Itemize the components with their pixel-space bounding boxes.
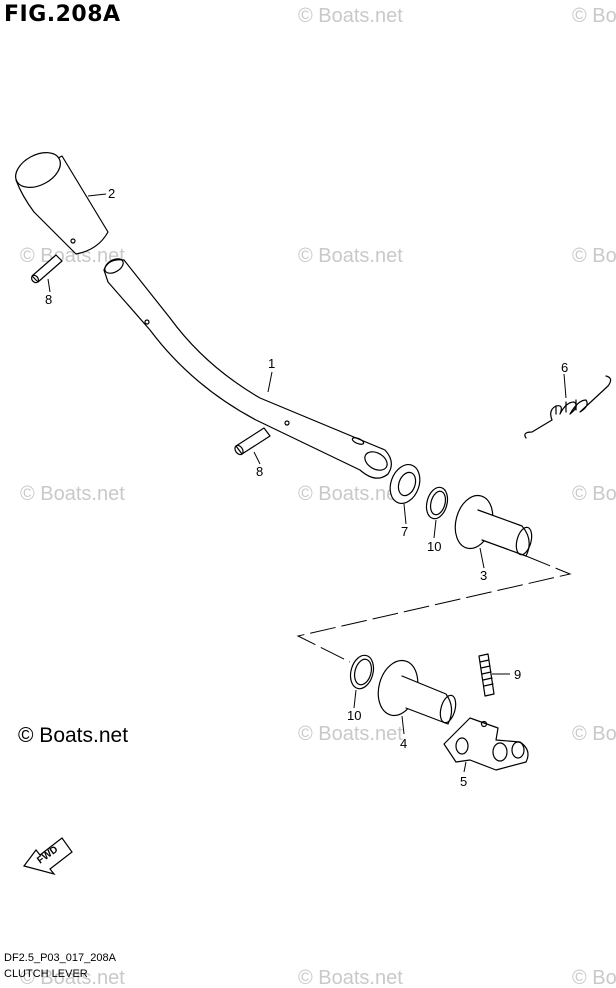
watermark: © Boats.net xyxy=(572,723,616,745)
callout-8-lower: 8 xyxy=(256,464,263,479)
callout-4: 4 xyxy=(400,736,407,751)
part-2-grip xyxy=(15,152,109,255)
watermark: © Boats.net xyxy=(572,245,616,267)
watermark: © Boats.net xyxy=(20,483,125,505)
watermark: © Boats.net xyxy=(20,245,125,267)
part-10-ring-upper xyxy=(425,486,449,520)
leader-lines xyxy=(47,193,572,773)
callout-9: 9 xyxy=(514,667,521,682)
figure-code: DF2.5_P03_017_208A xyxy=(4,952,116,964)
callout-3: 3 xyxy=(480,568,487,583)
watermark: © Boats.net xyxy=(298,967,403,988)
figure-caption: CLUTCH LEVER xyxy=(4,968,88,980)
watermark: © Boats.net xyxy=(298,5,403,27)
figure-title: FIG.208A xyxy=(4,2,121,27)
part-7-washer xyxy=(389,464,421,504)
callout-8-upper: 8 xyxy=(45,292,52,307)
part-4-bushing xyxy=(377,659,457,725)
part-5-bracket xyxy=(443,717,529,771)
part-10-ring-lower xyxy=(349,654,375,690)
watermark-grid: © Boats.net © Boats.net © Boats.net © Bo… xyxy=(20,5,616,988)
watermark: © Boats.net xyxy=(572,967,616,988)
main-watermark: © Boats.net xyxy=(18,724,129,747)
watermark: © Boats.net xyxy=(298,245,403,267)
callout-6: 6 xyxy=(561,360,568,375)
fwd-arrow-icon: FWD xyxy=(22,837,73,876)
part-6-spring xyxy=(524,375,612,439)
callout-5: 5 xyxy=(460,774,467,789)
part-8-pin-upper xyxy=(30,254,63,284)
watermark: © Boats.net xyxy=(572,5,616,27)
callout-2: 2 xyxy=(108,186,115,201)
callout-7: 7 xyxy=(401,524,408,539)
part-8-pin-lower xyxy=(234,427,271,456)
callout-1: 1 xyxy=(268,356,275,371)
watermark: © Boats.net xyxy=(298,723,403,745)
watermark: © Boats.net xyxy=(298,483,403,505)
watermark: © Boats.net xyxy=(20,967,125,988)
callout-10-upper: 10 xyxy=(427,539,441,554)
part-1-lever xyxy=(103,258,392,479)
part-9-spring-pin xyxy=(478,653,495,697)
callout-10-lower: 10 xyxy=(347,708,361,723)
watermark: © Boats.net xyxy=(572,483,616,505)
part-3-bushing xyxy=(454,494,533,557)
